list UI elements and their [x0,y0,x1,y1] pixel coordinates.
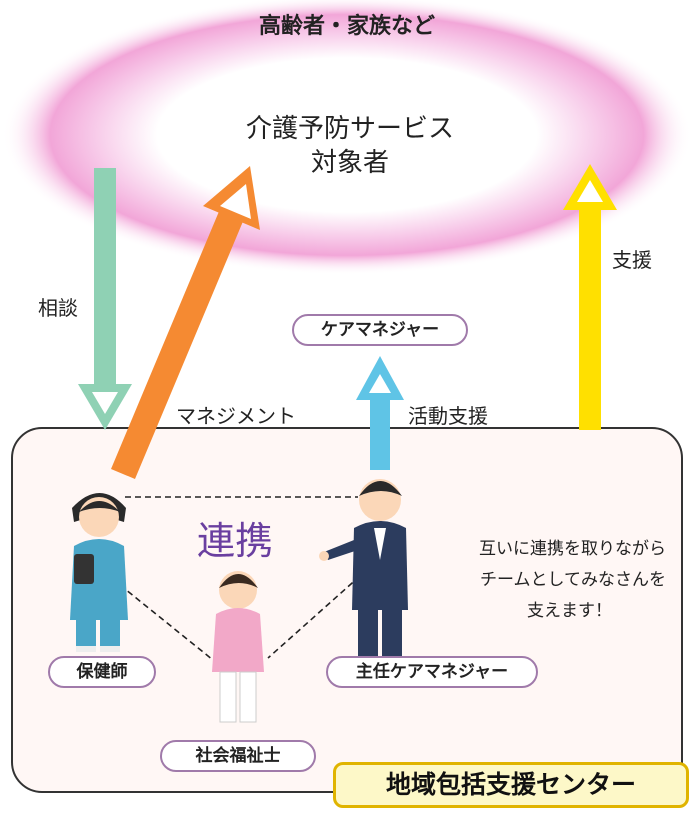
public-health-nurse-pill: 保健師 [48,656,156,688]
katsudou-shien-arrow [356,356,404,470]
social-worker-figure [212,571,264,723]
soudan-label: 相談 [38,296,78,320]
team-message-line3: 支えます！ [527,601,612,621]
top-label: 高齢者・家族など [258,14,435,39]
connection-lines [119,496,361,661]
team-message-line2: チームとしてみなさんを [480,570,666,590]
team-message: 互いに連携を取りながら チームとしてみなさんを 支えます！ [430,534,666,627]
chief-care-manager-figure [319,479,408,656]
management-label: マネジメント [176,404,296,428]
public-health-nurse-figure [70,493,128,652]
care-manager-pill: ケアマネジャー [292,314,468,346]
shien-label: 支援 [612,248,652,272]
target-cloud [2,0,692,275]
social-worker-pill: 社会福祉士 [160,740,316,772]
shien-arrow [563,164,617,430]
renkei-label: 連携 [197,519,274,563]
target-title-line2: 対象者 [310,148,389,178]
katsudou-shien-label: 活動支援 [408,404,488,428]
soudan-arrow [78,168,132,430]
chief-care-manager-pill: 主任ケアマネジャー [326,656,538,688]
team-message-line1: 互いに連携を取りながら [479,539,666,559]
management-arrow [111,166,260,480]
target-title-line1: 介護予防サービス [245,114,454,144]
center-name-label: 地域包括支援センター [333,762,689,808]
